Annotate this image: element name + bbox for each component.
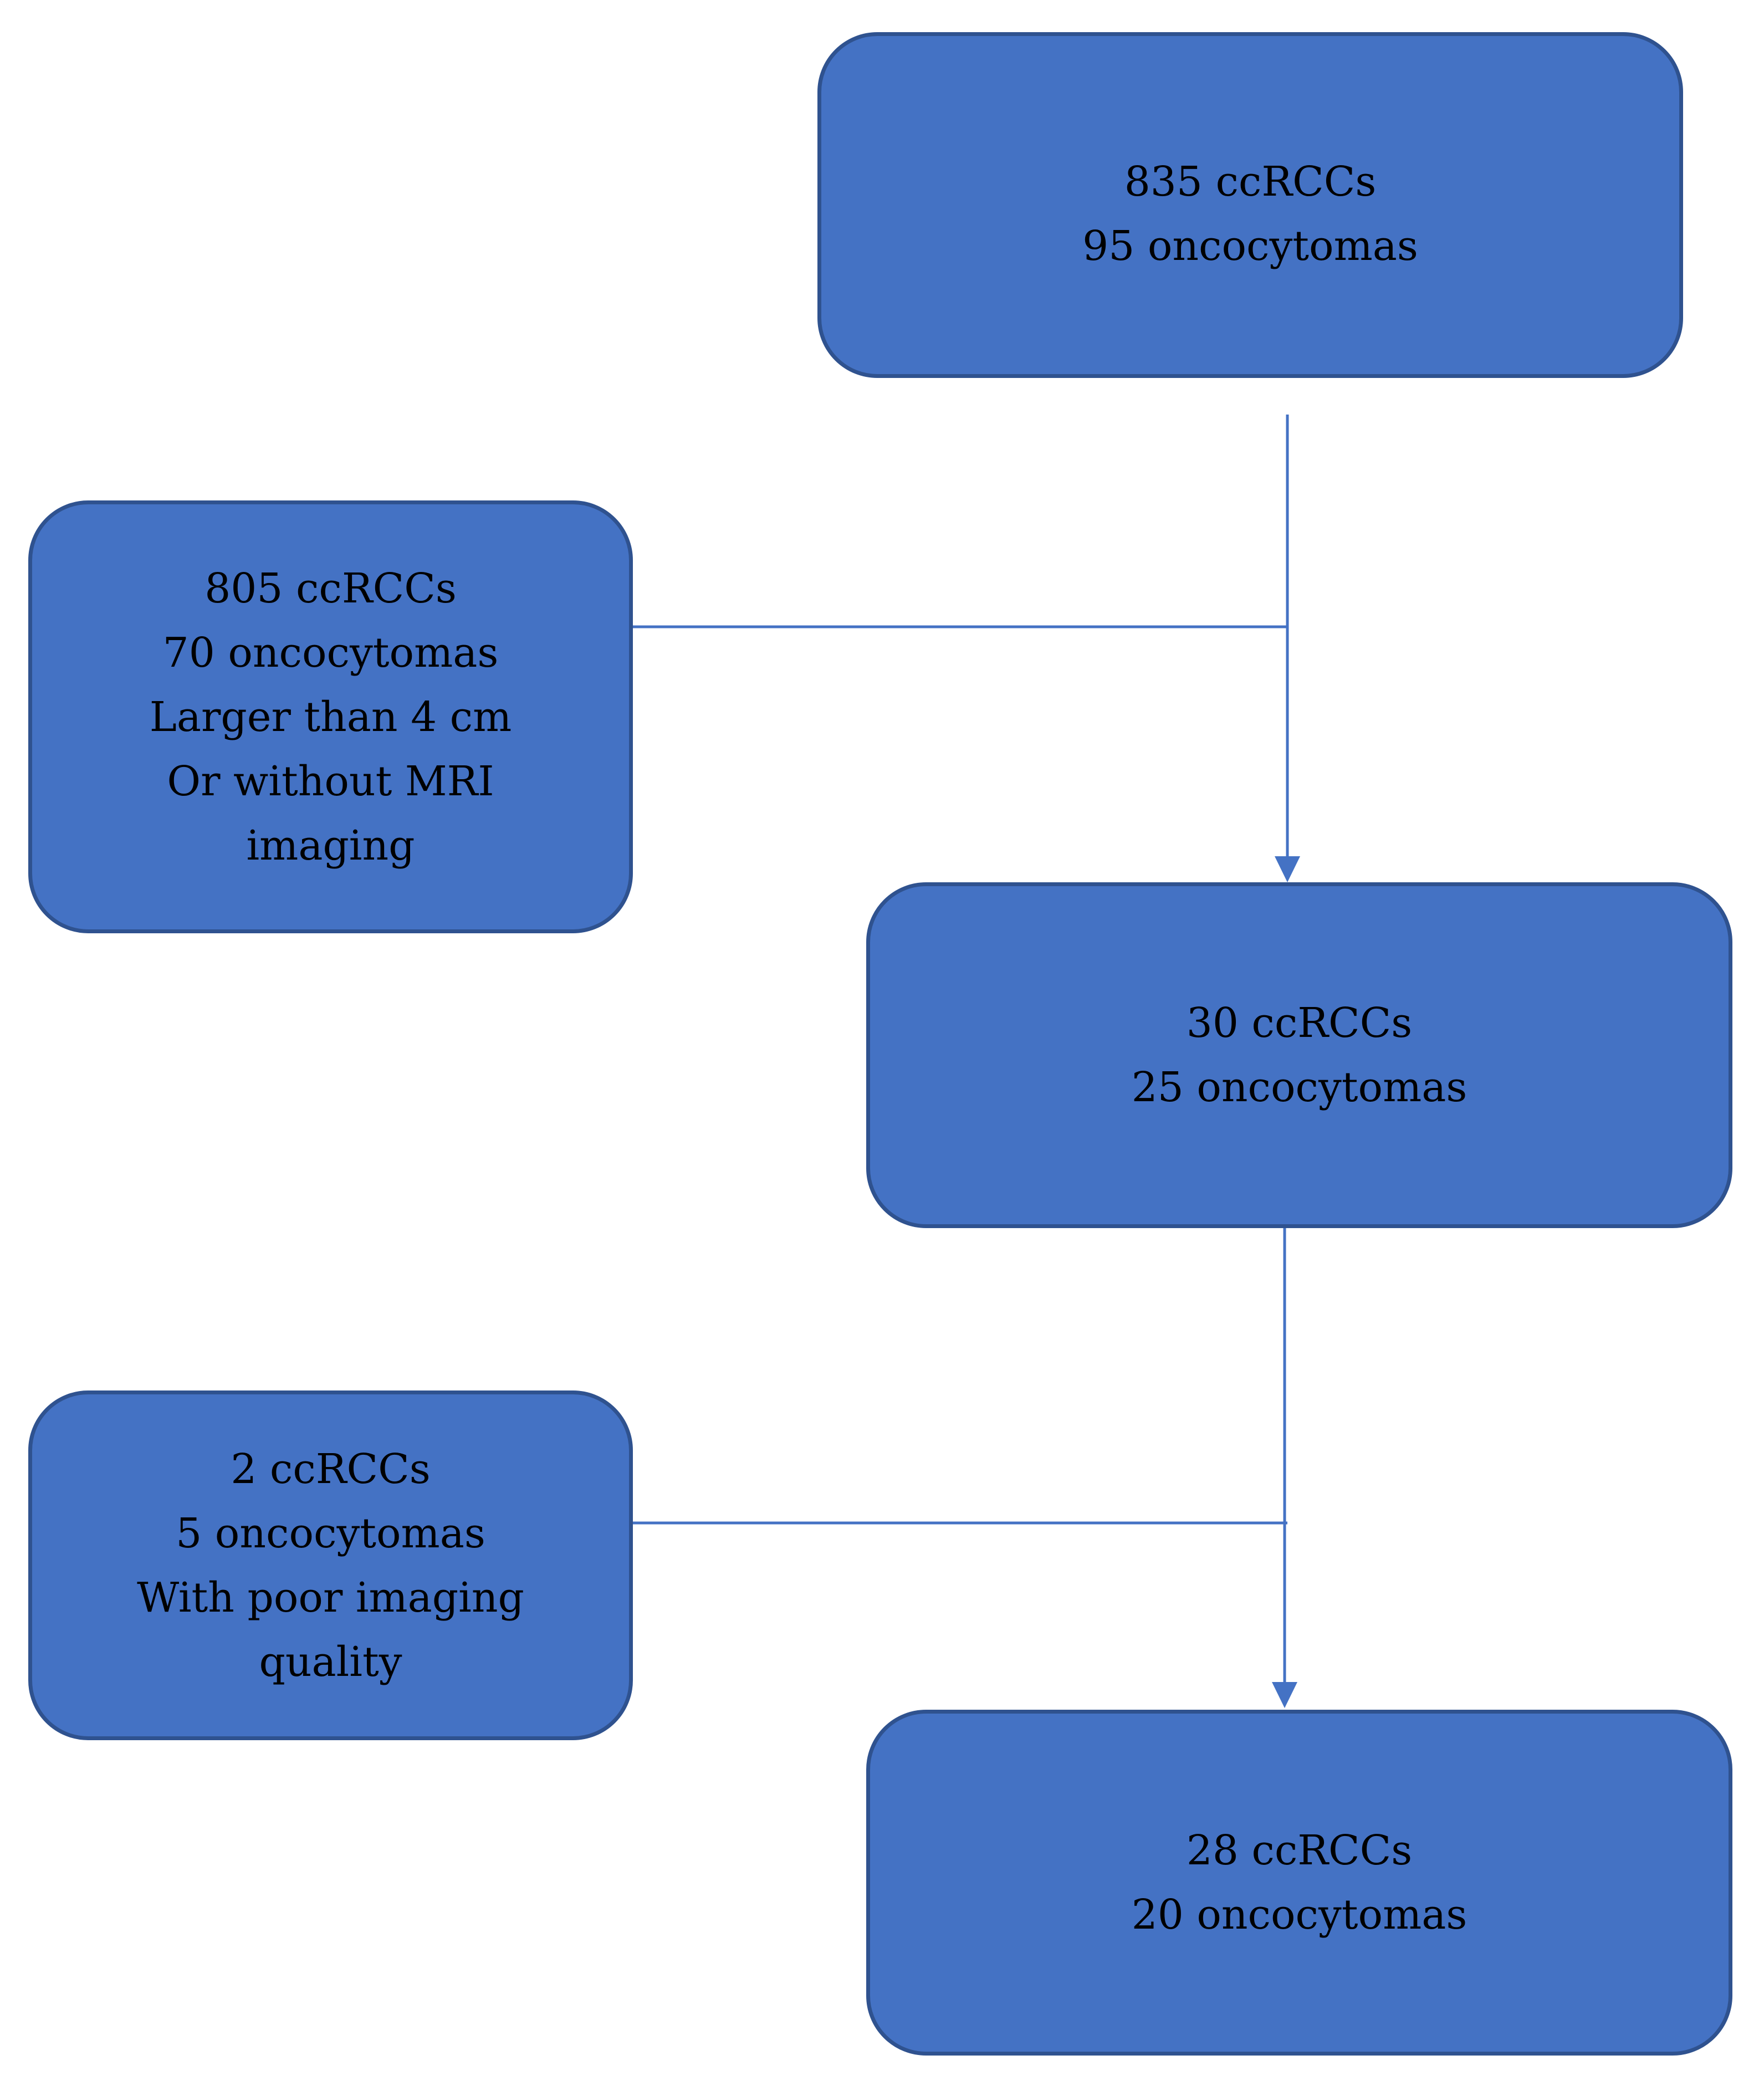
exclusion-box-size-or-no-mri: 805 ccRCCs 70 oncocytomas Larger than 4 …	[28, 500, 633, 933]
intermediate-cohort-box: 30 ccRCCs 25 oncocytomas	[866, 882, 1732, 1228]
box-line: 805 ccRCCs	[204, 564, 457, 612]
box-line: 95 oncocytomas	[1082, 222, 1418, 270]
box-line: 20 oncocytomas	[1131, 1891, 1468, 1939]
box-line: 28 ccRCCs	[1186, 1827, 1413, 1874]
box-line: 5 oncocytomas	[176, 1509, 485, 1557]
final-cohort-box: 28 ccRCCs 20 oncocytomas	[866, 1710, 1732, 2056]
initial-cohort-box: 835 ccRCCs 95 oncocytomas	[817, 32, 1683, 378]
box-line: imaging	[246, 821, 415, 870]
box-line: 25 oncocytomas	[1131, 1064, 1468, 1111]
box-line: 2 ccRCCs	[231, 1445, 431, 1493]
exclusion-box-poor-imaging: 2 ccRCCs 5 oncocytomas With poor imaging…	[28, 1390, 633, 1740]
box-line: With poor imaging	[137, 1573, 524, 1622]
box-line: quality	[259, 1638, 402, 1686]
arrowhead-middle	[1275, 856, 1300, 882]
arrowhead-final	[1272, 1682, 1297, 1708]
box-line: 835 ccRCCs	[1124, 158, 1377, 206]
box-line: Or without MRI	[167, 757, 494, 805]
box-line: 70 oncocytomas	[162, 628, 499, 677]
box-line: Larger than 4 cm	[149, 693, 512, 741]
box-line: 30 ccRCCs	[1186, 999, 1413, 1047]
